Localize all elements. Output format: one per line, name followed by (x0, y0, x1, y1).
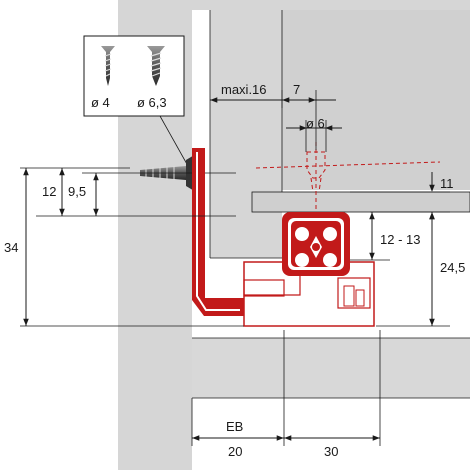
dim-24-5: 24,5 (440, 260, 465, 275)
dim-dia6: ø 6 (306, 116, 325, 131)
dim-30: 30 (324, 444, 338, 459)
drawer-front-panel (210, 10, 282, 258)
cabinet-back-area (192, 0, 470, 10)
dim-7: 7 (293, 82, 300, 97)
drawer-slide-rail (192, 148, 375, 327)
lower-panel (192, 338, 470, 398)
small-screw-label: ø 4 (91, 95, 110, 110)
dim-12: 12 (42, 184, 56, 199)
large-screw-label: ø 6,3 (137, 95, 167, 110)
dim-9-5: 9,5 (68, 184, 86, 199)
dim-11: 11 (440, 176, 454, 191)
dim-20: 20 (228, 444, 242, 459)
screw-legend-box (83, 35, 185, 117)
dim-34: 34 (4, 240, 18, 255)
dim-maxi16: maxi.16 (221, 82, 267, 97)
locking-pin-outline (255, 142, 441, 212)
dim-12-13: 12 - 13 (380, 232, 420, 247)
small-screw-icon (101, 46, 115, 86)
screw-leader-line (159, 115, 189, 167)
large-screw-icon (147, 46, 165, 86)
dim-eb: EB (226, 419, 243, 434)
drawer-bottom-panel (251, 191, 470, 213)
